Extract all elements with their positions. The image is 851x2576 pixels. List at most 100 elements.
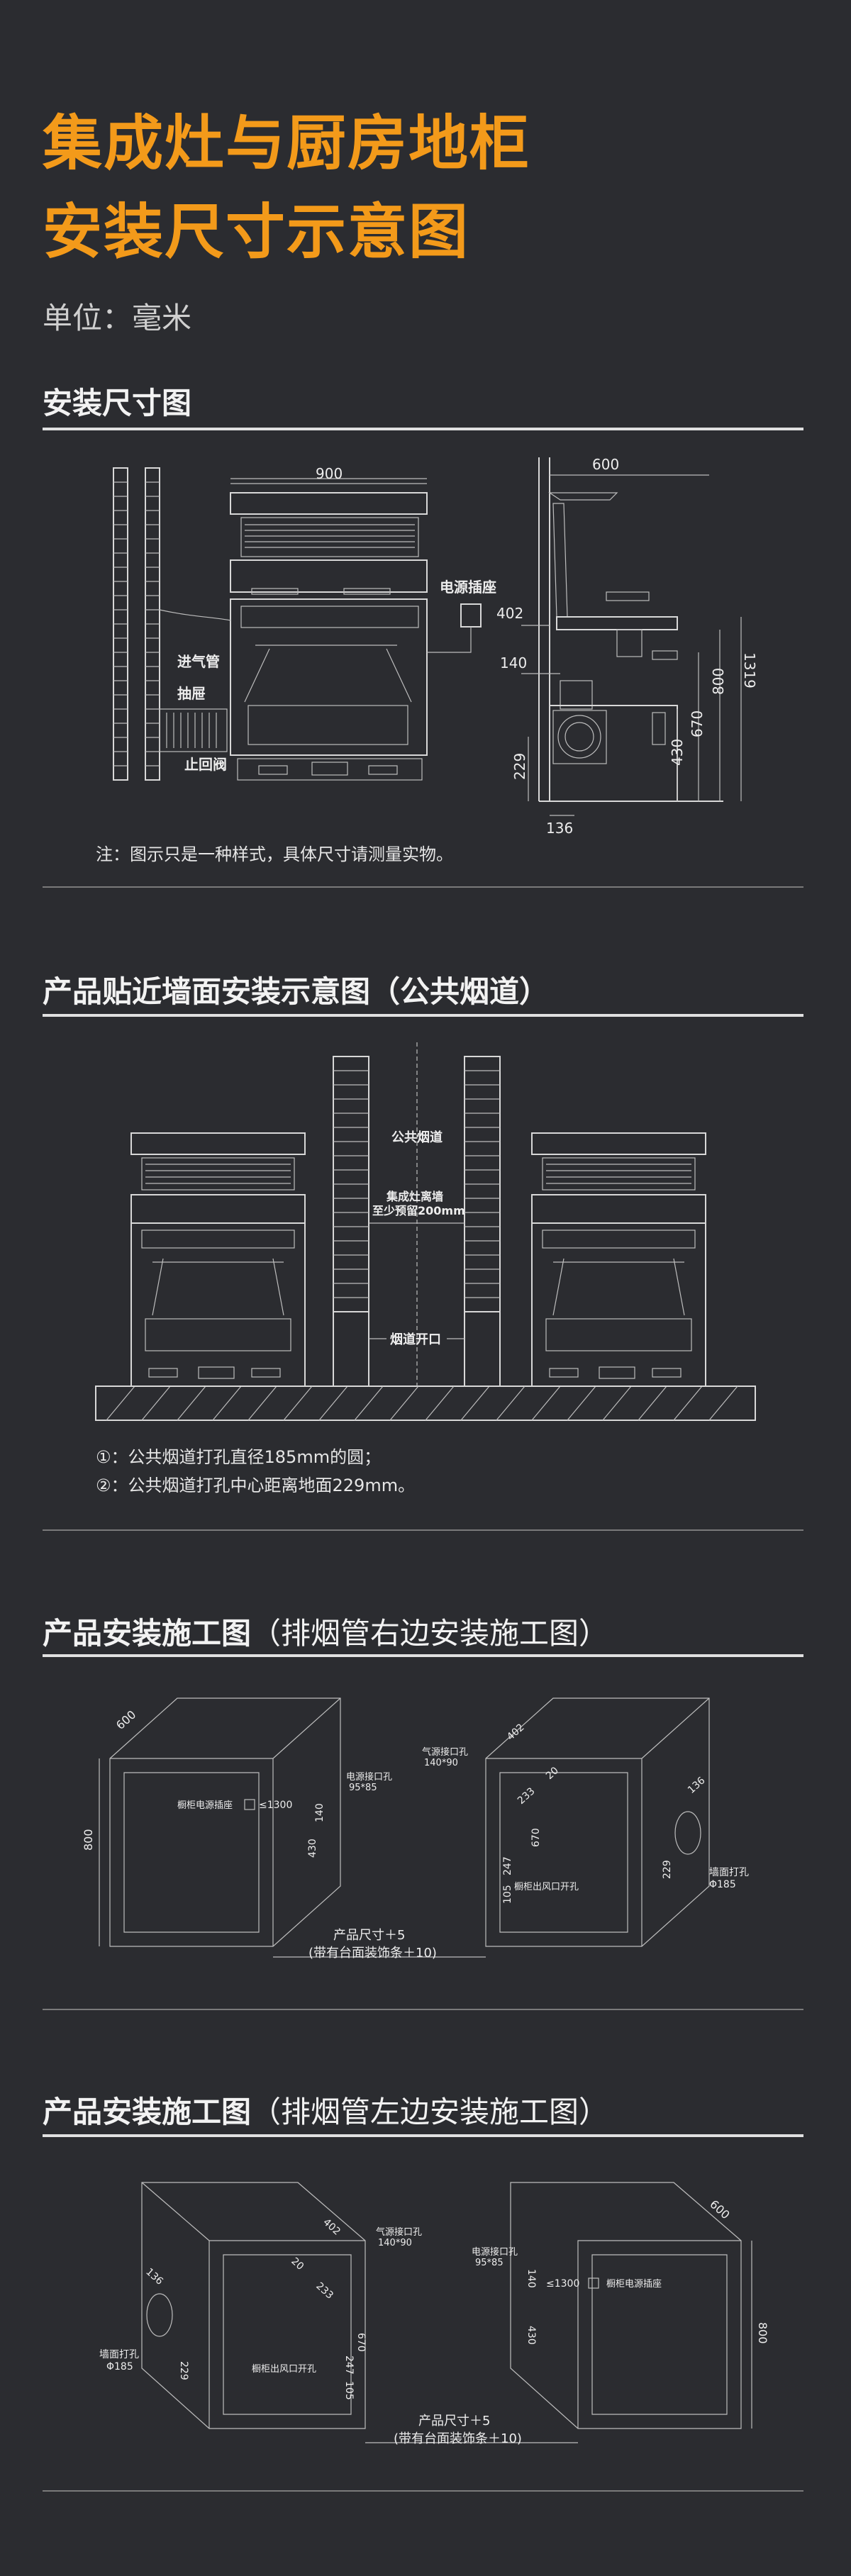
stove-side-view [538,457,723,802]
section3-title: 产品安装施工图（排烟管右边安装施工图） [43,1616,609,1651]
svg-text:247: 247 [502,1856,513,1875]
wall-install-diagram: 公共烟道 集成灶离墙 至少预留200mm 烟道开口 [95,1042,756,1421]
cabinet-box-left: 600 800 橱柜电源插座 ≤1300 电源接口孔 95*85 140 430 [82,1697,392,1947]
flue-opening-label: 烟道开口 [390,1332,441,1347]
svg-text:140*90: 140*90 [378,2238,412,2248]
svg-text:800: 800 [710,668,727,695]
svg-text:20: 20 [289,2256,306,2273]
svg-text:136: 136 [546,820,573,837]
inlet-pipe [159,609,231,621]
svg-text:Φ185: Φ185 [709,1879,736,1890]
floor [95,1385,756,1421]
drawer-label: 抽屉 [177,685,206,702]
dim-900: 900 [230,465,427,484]
svg-text:229: 229 [511,753,528,780]
section3-separator [43,2009,803,2010]
left-exhaust-construction-diagram: 402 气源接口孔 140*90 136 20 233 670 247 105 … [99,2182,769,2446]
svg-text:电源接口孔: 电源接口孔 [472,2246,518,2258]
svg-text:105: 105 [343,2381,355,2400]
size-label-2: (带有台面装饰条＋10) [394,2431,522,2446]
svg-text:墙面打孔: 墙面打孔 [709,1866,749,1878]
inlet-pipe-label: 进气管 [177,653,220,670]
section2-note-1: ①：公共烟道打孔直径185mm的圆； [96,1447,382,1467]
size-label-1: 产品尺寸＋5 [333,1928,405,1943]
svg-text:136: 136 [143,2266,165,2287]
cabinet-box-right: 气源接口孔 140*90 402 20 233 670 247 105 橱柜出风… [422,1697,749,1947]
section1-title: 安装尺寸图 [43,386,192,420]
brick-wall [113,467,160,781]
power-socket-label: 电源插座 [440,579,496,596]
svg-text:橱柜出风口开孔: 橱柜出风口开孔 [252,2364,316,2375]
distance-label-1: 集成灶离墙 [386,1190,443,1203]
distance-label-2: 至少预留200mm [372,1204,465,1217]
section4-rule [43,2134,803,2137]
svg-text:≤1300: ≤1300 [259,1800,292,1811]
svg-text:140: 140 [500,654,527,671]
svg-text:墙面打孔: 墙面打孔 [99,2348,139,2360]
svg-text:247: 247 [343,2355,355,2375]
page-title-line2: 安装尺寸示意图 [43,197,470,267]
svg-text:800: 800 [756,2322,769,2344]
right-exhaust-construction-diagram: 600 800 橱柜电源插座 ≤1300 电源接口孔 95*85 140 430… [82,1697,749,1961]
svg-text:670: 670 [530,1828,542,1847]
svg-text:气源接口孔: 气源接口孔 [422,1746,468,1758]
size-label-2: (带有台面装饰条＋10) [308,1946,437,1961]
svg-text:≤1300: ≤1300 [546,2278,579,2290]
section1-note: 注：图示只是一种样式，具体尺寸请测量实物。 [96,844,453,864]
svg-text:800: 800 [82,1829,95,1851]
public-flue-label: 公共烟道 [391,1130,443,1145]
svg-text:229: 229 [662,1860,673,1879]
svg-text:Φ185: Φ185 [106,2361,133,2373]
svg-text:600: 600 [113,1707,138,1732]
svg-text:670: 670 [355,2333,367,2352]
svg-text:229: 229 [178,2361,189,2380]
section1-rule [43,428,803,430]
svg-text:95*85: 95*85 [349,1783,377,1793]
svg-text:105: 105 [502,1885,513,1904]
svg-text:136: 136 [686,1775,708,1796]
side-dimensions: 600 402 140 1319 800 670 430 229 136 [496,456,758,837]
section3-rule [43,1654,803,1657]
power-socket-icon [460,603,482,628]
section4-separator [43,2490,803,2492]
svg-text:430: 430 [669,739,686,766]
unit-label: 单位：毫米 [43,301,192,335]
svg-text:670: 670 [689,710,706,737]
svg-text:1319: 1319 [741,652,758,688]
svg-text:140*90: 140*90 [424,1758,458,1768]
cabinet-box-left: 402 气源接口孔 140*90 136 20 233 670 247 105 … [99,2182,422,2429]
size-label-1: 产品尺寸＋5 [418,2414,490,2429]
left-stove [130,1132,306,1387]
drawer-shape [159,708,228,752]
check-valve-label: 止回阀 [184,756,227,773]
installation-dimension-diagram: 900 进气管 抽屉 止回阀 电源插座 600 402 140 1319 [113,456,758,837]
svg-text:430: 430 [307,1839,318,1858]
right-stove [531,1132,706,1387]
svg-text:140: 140 [525,2269,537,2288]
svg-text:600: 600 [592,456,619,473]
stove-front [230,478,428,781]
svg-text:气源接口孔: 气源接口孔 [376,2226,422,2238]
svg-text:电源接口孔: 电源接口孔 [346,1771,392,1783]
svg-text:橱柜出风口开孔: 橱柜出风口开孔 [514,1882,579,1892]
flue-walls [333,1042,501,1387]
section2-note-2: ②：公共烟道打孔中心距离地面229mm。 [96,1476,416,1495]
svg-text:橱柜电源插座: 橱柜电源插座 [606,2279,662,2290]
page-title-line1: 集成灶与厨房地柜 [43,108,531,178]
cabinet-box-right: 600 800 电源接口孔 95*85 ≤1300 橱柜电源插座 140 430 [472,2182,769,2429]
svg-text:600: 600 [707,2197,732,2222]
svg-text:900: 900 [316,465,343,482]
svg-text:430: 430 [525,2326,537,2345]
section1-separator [43,886,803,888]
section2-separator [43,1529,803,1531]
svg-text:140: 140 [314,1803,326,1822]
svg-text:233: 233 [516,1785,538,1807]
section2-title: 产品贴近墙面安装示意图（公共烟道） [43,974,550,1009]
svg-text:402: 402 [496,605,523,622]
svg-text:20: 20 [544,1765,561,1782]
svg-text:95*85: 95*85 [475,2258,504,2268]
section4-title: 产品安装施工图（排烟管左边安装施工图） [43,2095,609,2129]
svg-text:233: 233 [313,2280,335,2302]
svg-text:橱柜电源插座: 橱柜电源插座 [177,1800,233,1811]
svg-text:402: 402 [321,2217,343,2238]
